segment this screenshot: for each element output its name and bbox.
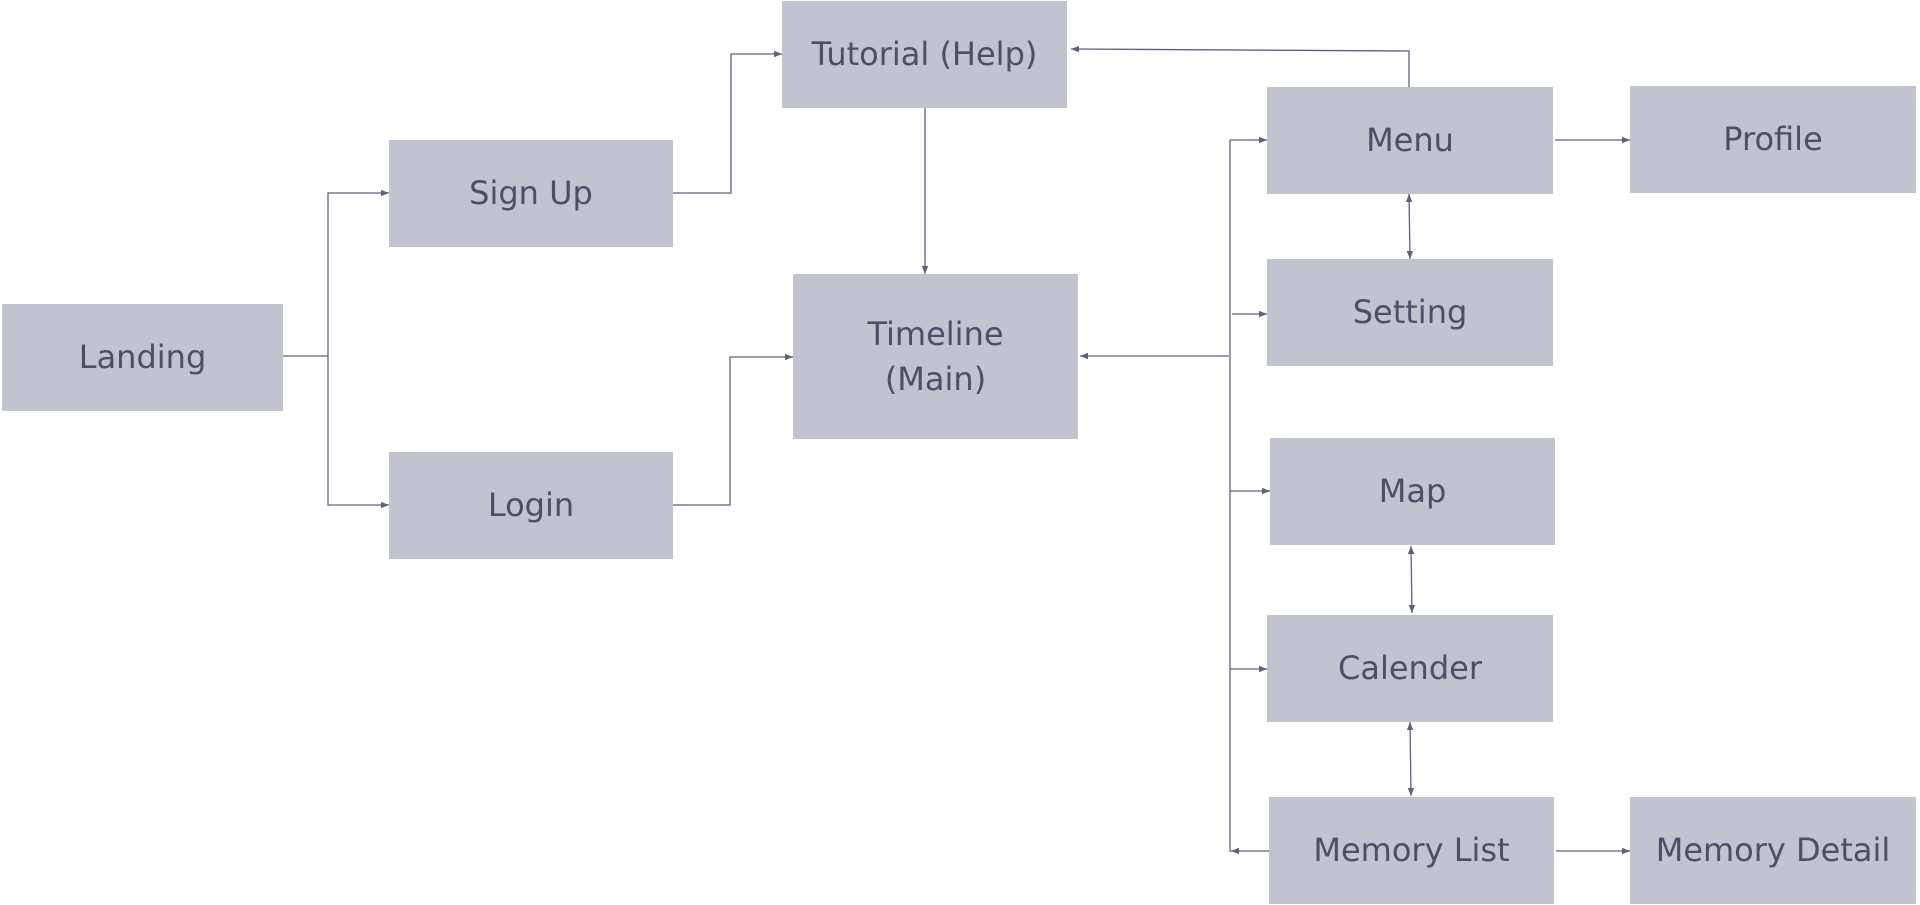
node-memory-list: Memory List — [1269, 797, 1554, 904]
node-label: Timeline (Main) — [867, 314, 1004, 398]
edge-menu-setting — [1405, 193, 1414, 260]
node-calender: Calender — [1267, 615, 1553, 722]
node-label: Login — [487, 486, 575, 524]
node-label: Setting — [1352, 293, 1468, 331]
edge-landing-signup — [283, 189, 389, 357]
node-timeline: Timeline (Main) — [793, 274, 1078, 439]
edge-landing-login — [327, 356, 389, 509]
edge-map-calender — [1407, 545, 1416, 614]
node-label: Memory Detail — [1655, 831, 1891, 869]
node-map: Map — [1270, 438, 1555, 545]
node-setting: Setting — [1267, 259, 1553, 366]
edge-menu-tutorial — [1070, 45, 1410, 87]
edge-signup-tutorial — [673, 50, 782, 194]
edge-login-timeline — [673, 353, 793, 506]
node-sign-up: Sign Up — [389, 140, 673, 247]
node-label: Menu — [1366, 121, 1454, 159]
node-label: Profile — [1723, 120, 1823, 158]
node-label: Sign Up — [469, 174, 593, 212]
node-memory-detail: Memory Detail — [1630, 797, 1916, 904]
node-profile: Profile — [1630, 86, 1916, 193]
edge-calender-memorylist — [1406, 721, 1415, 797]
node-label: Tutorial (Help) — [811, 35, 1038, 73]
node-tutorial: Tutorial (Help) — [782, 1, 1067, 108]
node-landing: Landing — [2, 304, 283, 411]
node-label: Map — [1378, 472, 1447, 510]
node-login: Login — [389, 452, 673, 559]
node-label: Memory List — [1313, 831, 1510, 869]
node-label: Calender — [1338, 649, 1482, 687]
node-label: Landing — [78, 338, 207, 376]
node-menu: Menu — [1267, 87, 1553, 194]
